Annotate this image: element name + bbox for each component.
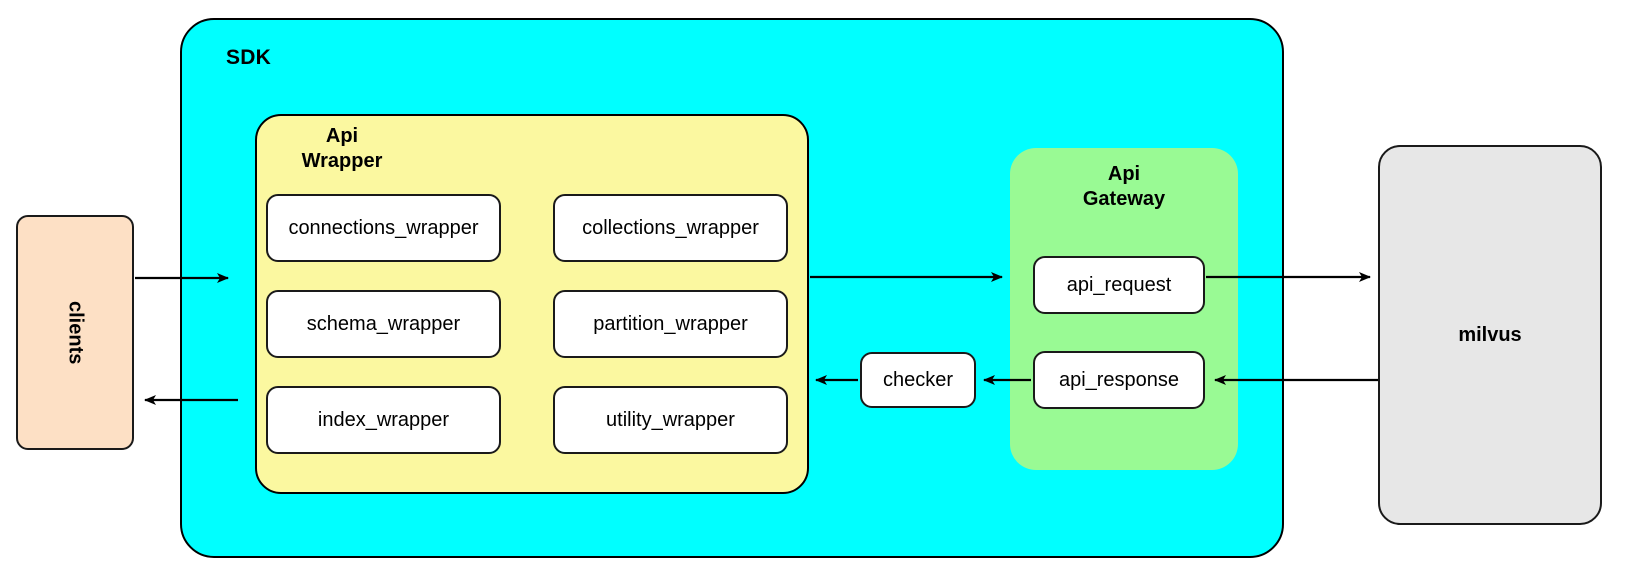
api-wrapper-label-line2: Wrapper — [301, 150, 383, 172]
node-utility-wrapper[interactable]: utility_wrapper — [553, 386, 788, 454]
sdk-container-label: SDK — [226, 46, 271, 69]
api-gateway-container-label: Api Gateway — [1010, 162, 1238, 212]
node-clients[interactable]: clients — [16, 215, 134, 450]
api-gateway-label-line2: Gateway — [1082, 188, 1166, 210]
node-collections-wrapper[interactable]: collections_wrapper — [553, 194, 788, 262]
node-milvus[interactable]: milvus — [1378, 145, 1602, 525]
api-gateway-label-line1: Api — [1107, 163, 1141, 185]
api-wrapper-container-label: Api Wrapper — [267, 124, 417, 174]
node-partition-wrapper[interactable]: partition_wrapper — [553, 290, 788, 358]
api-wrapper-label-line1: Api — [325, 125, 359, 147]
node-clients-label: clients — [64, 300, 87, 365]
node-checker[interactable]: checker — [860, 352, 976, 408]
node-api-response[interactable]: api_response — [1033, 351, 1205, 409]
node-api-request[interactable]: api_request — [1033, 256, 1205, 314]
node-schema-wrapper[interactable]: schema_wrapper — [266, 290, 501, 358]
node-connections-wrapper[interactable]: connections_wrapper — [266, 194, 501, 262]
node-index-wrapper[interactable]: index_wrapper — [266, 386, 501, 454]
